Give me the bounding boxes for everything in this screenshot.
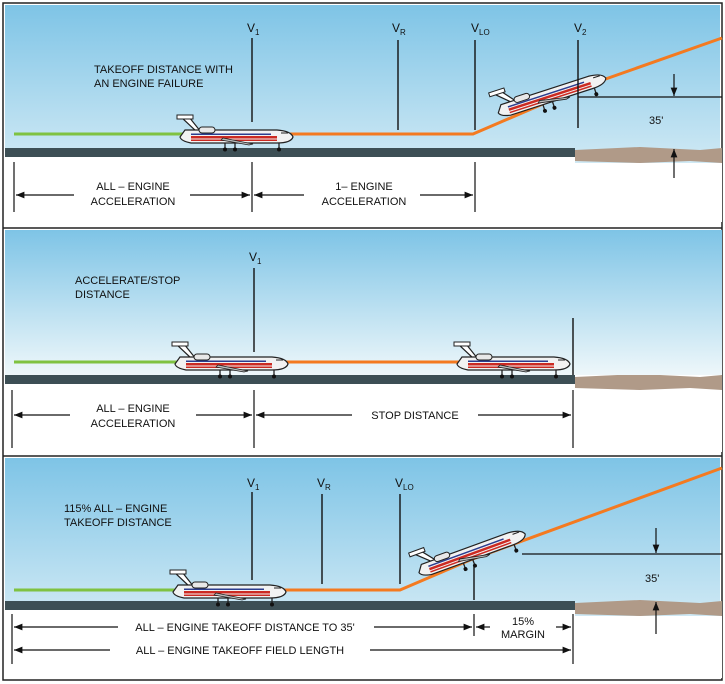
vlo-label: VLO (395, 476, 414, 492)
sky-right (575, 230, 722, 375)
vr-label: VR (317, 476, 331, 492)
panel-all-engine-takeoff: V1 VR VLO 115% ALL – ENGINE TAKEOFF DIST… (5, 458, 723, 678)
v1-label: V1 (247, 476, 260, 492)
v1-label: V1 (247, 21, 260, 37)
ground (575, 374, 722, 390)
panel-title-line1: TAKEOFF DISTANCE WITH (94, 64, 233, 76)
below-ground (575, 163, 722, 222)
runway (5, 148, 575, 157)
margin-label-line2: MARGIN (501, 629, 545, 641)
seg1-label-line2: ACCELERATION (91, 418, 176, 430)
panel-takeoff-engine-failure: V1 VR VLO V2 TAKEOFF DISTANCE WITH AN EN… (5, 5, 723, 222)
panel-title-line1: ACCELERATE/STOP (75, 275, 180, 287)
measure-area (5, 610, 575, 678)
panel-accelerate-stop: V1 ACCELERATE/STOP DISTANCE ALL – ENGINE… (5, 230, 722, 452)
margin-label-line1: 15% (512, 616, 534, 628)
vlo-label: VLO (471, 21, 490, 37)
panel-title-line1: 115% ALL – ENGINE (64, 503, 167, 515)
below-ground (575, 390, 722, 452)
v2-label: V2 (574, 21, 587, 37)
runway (5, 601, 575, 610)
dist-label: ALL – ENGINE TAKEOFF DISTANCE TO 35' (135, 622, 355, 634)
orange-path (280, 466, 723, 592)
height-label: 35' (645, 573, 659, 585)
field-label: ALL – ENGINE TAKEOFF FIELD LENGTH (136, 645, 344, 657)
measure-area (5, 384, 575, 452)
ground (575, 147, 722, 163)
runway (5, 375, 575, 384)
vr-label: VR (392, 21, 406, 37)
height-label: 35' (649, 115, 663, 127)
orange-path (250, 36, 723, 136)
seg1-label-line1: ALL – ENGINE (96, 181, 170, 193)
measure-area (5, 157, 575, 222)
ground (575, 600, 722, 616)
seg1-label-line1: ALL – ENGINE (96, 403, 170, 415)
seg2-label: STOP DISTANCE (371, 410, 458, 422)
seg2-label-line2: ACCELERATION (322, 196, 407, 208)
seg2-label-line1: 1– ENGINE (335, 181, 392, 193)
panel-title-line2: AN ENGINE FAILURE (94, 78, 203, 90)
v1-label: V1 (249, 250, 262, 266)
below-ground (575, 616, 722, 678)
seg1-label-line2: ACCELERATION (91, 196, 176, 208)
panel-title-line2: TAKEOFF DISTANCE (64, 517, 172, 529)
panel-title-line2: DISTANCE (75, 289, 130, 301)
